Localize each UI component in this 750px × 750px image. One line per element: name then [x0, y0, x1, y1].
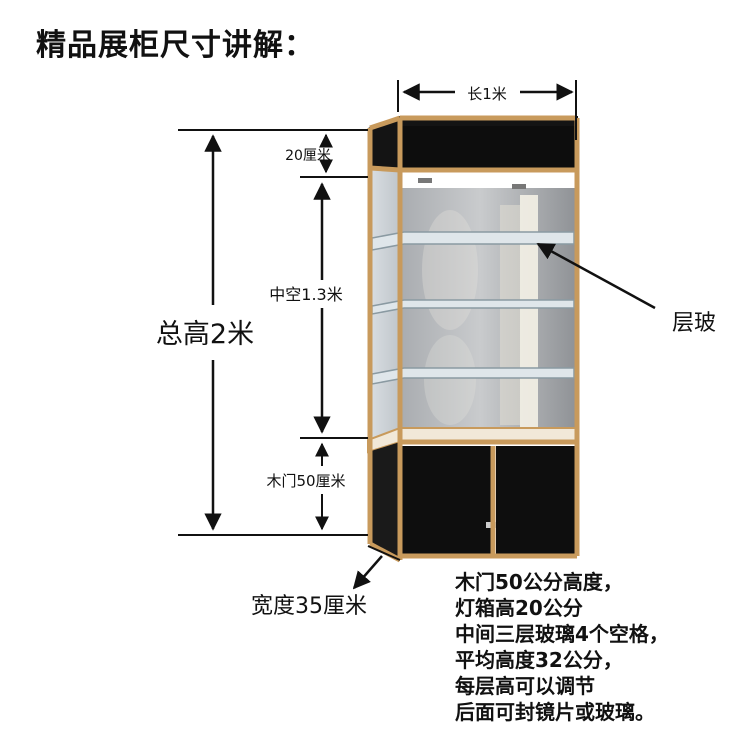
- note-line: 平均高度32公分，: [455, 648, 623, 672]
- light-box-lamp-left: [418, 178, 432, 183]
- door-left: [402, 446, 492, 556]
- base-side: [368, 442, 400, 560]
- note-line: 后面可封镜片或玻璃。: [455, 700, 655, 724]
- note-line: 灯箱高20公分: [455, 596, 583, 620]
- width-label: 宽度35厘米: [251, 594, 367, 619]
- total-height-dimension: 总高2米: [156, 129, 368, 536]
- shelf-glass-callout: 层玻: [536, 242, 716, 336]
- hollow-height-dimension: 中空1.3米: [269, 182, 368, 439]
- hollow-height-label: 中空1.3米: [269, 285, 342, 304]
- door-right: [496, 446, 576, 556]
- page-title: 精品展柜尺寸讲解：: [36, 28, 315, 63]
- note-line: 木门50公分高度，: [455, 570, 623, 594]
- length-label: 长1米: [467, 85, 507, 103]
- door-height-label: 木门50厘米: [266, 472, 345, 490]
- lightbox-height-dimension: 20厘米: [285, 133, 368, 178]
- length-dimension: 长1米: [397, 80, 577, 140]
- light-box-front: [400, 126, 576, 170]
- lightbox-height-label: 20厘米: [285, 148, 331, 164]
- light-box-lamp-right: [512, 184, 526, 189]
- note-line: 中间三层玻璃4个空格，: [455, 622, 669, 646]
- shelf-glass-label: 层玻: [672, 311, 716, 336]
- note-line: 每层高可以调节: [455, 674, 595, 698]
- width-dimension: 宽度35厘米: [251, 545, 401, 619]
- gold-frame: [367, 115, 580, 563]
- total-height-label: 总高2米: [156, 319, 254, 350]
- notes-block: 木门50公分高度， 灯箱高20公分 中间三层玻璃4个空格， 平均高度32公分， …: [455, 569, 745, 725]
- showcase-cabinet: [367, 115, 580, 563]
- back-panel: [400, 188, 578, 438]
- light-strip: [520, 195, 538, 430]
- door-height-dimension: 木门50厘米: [266, 442, 346, 531]
